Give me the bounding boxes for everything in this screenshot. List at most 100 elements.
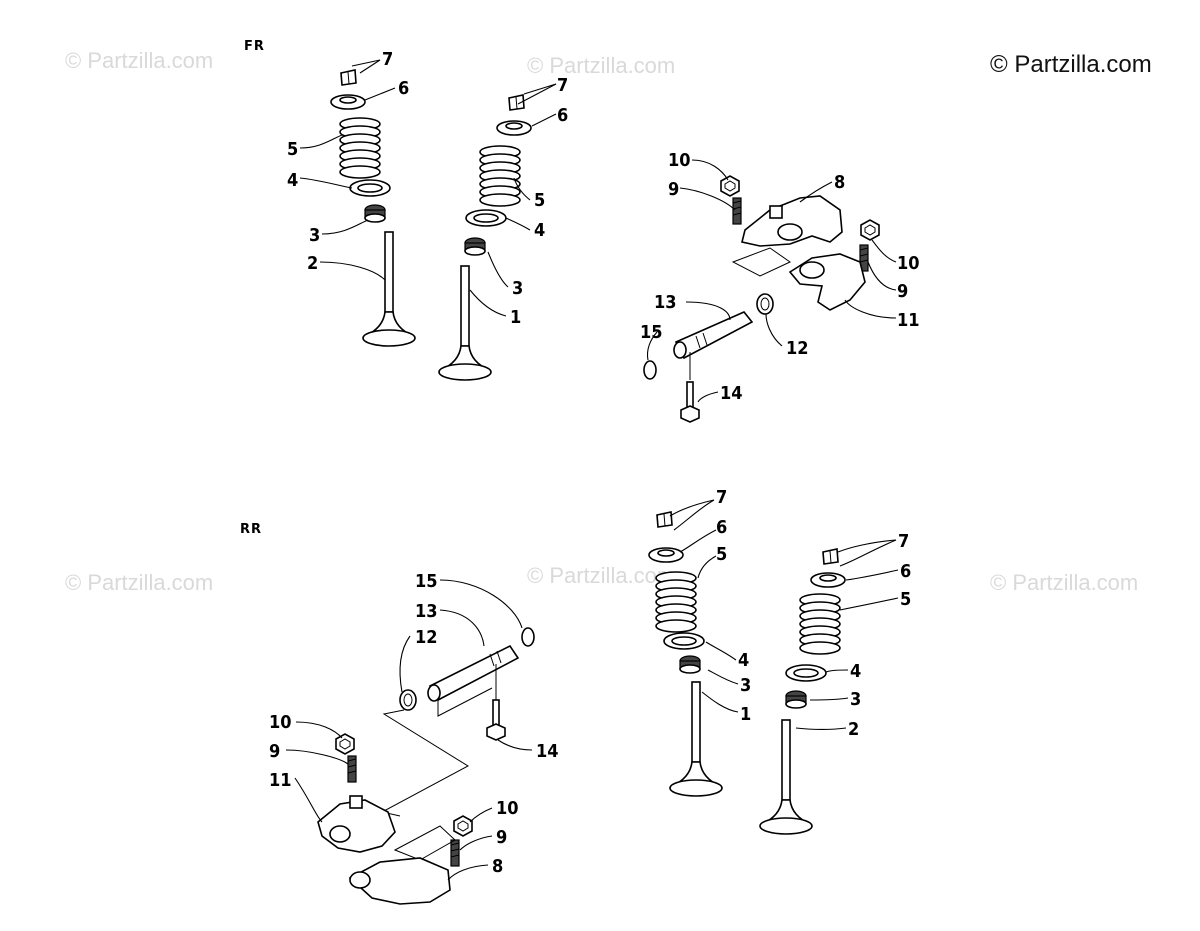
callout-7: 7: [382, 49, 393, 70]
spring-seat-icon: [349, 179, 391, 197]
rocker-arm-exhaust-icon: [348, 857, 451, 905]
watermark-middle-right: © Partzilla.com: [990, 570, 1138, 595]
spring-seat-icon: [663, 632, 705, 650]
rr-left-leaders: [669, 499, 739, 713]
callout-1: 1: [740, 704, 751, 725]
valve-stem-seal-icon: [464, 237, 486, 256]
callout-8: 8: [492, 856, 503, 877]
valve-stem-seal-icon: [364, 204, 386, 223]
valve-spring-icon: [339, 117, 381, 179]
callout-5: 5: [534, 190, 545, 211]
callout-9: 9: [668, 179, 679, 200]
callout-4: 4: [534, 220, 545, 241]
callout-9: 9: [496, 827, 507, 848]
valve-spring-icon: [799, 593, 841, 655]
exhaust-valve-icon: [362, 231, 416, 347]
watermark-middle-center: © Partzilla.com: [527, 563, 675, 588]
fr-rocker-leaders: [646, 159, 897, 403]
callout-14: 14: [720, 383, 743, 404]
rr-rocker-leaders: [285, 579, 533, 881]
rocker-arm-exhaust-icon: [741, 195, 843, 247]
callout-6: 6: [716, 517, 727, 538]
spring-retainer-icon: [330, 94, 366, 110]
fr-left-leaders: [299, 59, 396, 281]
callout-13: 13: [415, 601, 438, 622]
valve-keeper-icon: [340, 69, 357, 86]
callout-8: 8: [834, 172, 845, 193]
valve-stem-seal-icon: [679, 655, 701, 674]
shaft-bolt-icon: [486, 699, 506, 741]
rocker-shaft-icon: [428, 644, 520, 702]
rr-right-leaders: [795, 539, 899, 731]
callout-10: 10: [897, 253, 920, 274]
callout-9: 9: [269, 741, 280, 762]
callout-4: 4: [738, 650, 749, 671]
shaft-bolt-icon: [680, 381, 700, 423]
spring-retainer-icon: [496, 120, 532, 136]
lock-nut-icon: [860, 219, 880, 241]
callout-6: 6: [900, 561, 911, 582]
watermark-top-left: © Partzilla.com: [65, 48, 213, 73]
lock-nut-icon: [720, 175, 740, 197]
callout-7: 7: [716, 487, 727, 508]
rr-left-valve-assembly: [648, 511, 723, 797]
watermark-top-center: © Partzilla.com: [527, 53, 675, 78]
callout-3: 3: [309, 225, 320, 246]
callout-9: 9: [897, 281, 908, 302]
lock-nut-icon: [453, 815, 473, 837]
fr-right-valve-assembly: [438, 94, 532, 381]
adjust-screw-icon: [347, 755, 357, 783]
valve-keeper-icon: [656, 511, 673, 528]
callout-11: 11: [269, 770, 292, 791]
callout-6: 6: [398, 78, 409, 99]
valve-stem-seal-icon: [785, 690, 807, 709]
callout-2: 2: [848, 719, 859, 740]
callout-6: 6: [557, 105, 568, 126]
callout-1: 1: [510, 307, 521, 328]
callout-5: 5: [900, 589, 911, 610]
section-label-rear: RR: [240, 522, 262, 537]
callout-10: 10: [668, 150, 691, 171]
callout-3: 3: [740, 675, 751, 696]
callout-14: 14: [536, 741, 559, 762]
adjust-screw-icon: [450, 839, 460, 867]
callout-10: 10: [496, 798, 519, 819]
o-ring-icon: [521, 627, 535, 647]
callout-11: 11: [897, 310, 920, 331]
callout-3: 3: [512, 278, 523, 299]
callout-12: 12: [415, 627, 438, 648]
spring-retainer-icon: [648, 547, 684, 563]
adjust-screw-icon: [732, 197, 742, 225]
rocker-arm-intake-icon: [788, 253, 866, 311]
spring-retainer-icon: [810, 572, 846, 588]
fr-right-leaders: [469, 83, 557, 317]
rr-right-valve-assembly: [759, 548, 846, 835]
rocker-shaft-icon: [674, 311, 754, 360]
intake-valve-icon: [669, 681, 723, 797]
callout-5: 5: [716, 544, 727, 565]
callout-5: 5: [287, 139, 298, 160]
watermark-top-right: © Partzilla.com: [990, 51, 1152, 78]
callout-7: 7: [557, 75, 568, 96]
callout-15: 15: [415, 571, 438, 592]
intake-valve-icon: [438, 265, 492, 381]
callout-10: 10: [269, 712, 292, 733]
callout-12: 12: [786, 338, 809, 359]
fr-left-valve-assembly: [330, 69, 416, 347]
shaft-washer-icon: [756, 293, 774, 315]
exhaust-valve-icon: [759, 719, 813, 835]
lock-nut-icon: [335, 733, 355, 755]
rr-rocker-assembly: [317, 627, 535, 905]
spring-seat-icon: [465, 209, 507, 227]
callout-2: 2: [307, 253, 318, 274]
callout-4: 4: [287, 170, 298, 191]
spring-seat-icon: [785, 664, 827, 682]
callout-3: 3: [850, 689, 861, 710]
callout-4: 4: [850, 661, 861, 682]
callout-13: 13: [654, 292, 677, 313]
o-ring-icon: [643, 360, 657, 380]
section-label-front: FR: [244, 39, 265, 54]
callout-7: 7: [898, 531, 909, 552]
watermark-middle-left: © Partzilla.com: [65, 570, 213, 595]
shaft-washer-icon: [399, 689, 417, 711]
